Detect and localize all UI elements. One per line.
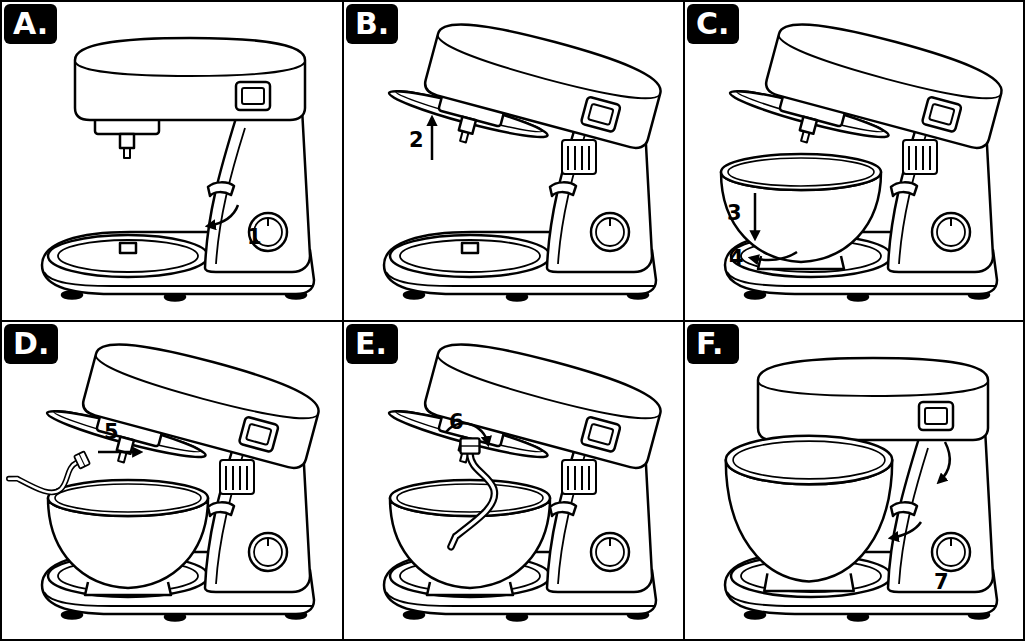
dough-hook [9, 445, 95, 508]
dough-hook [451, 438, 494, 546]
step-panel: C. [683, 0, 1025, 322]
step-arrow [208, 205, 238, 226]
step-letter: A. [4, 4, 57, 44]
panel-c-art [721, 4, 1007, 300]
callout-number: 1 [247, 226, 262, 248]
mixer-head [382, 324, 666, 508]
step-panel: B. [342, 0, 685, 322]
step-panel: F. [683, 320, 1025, 641]
mixer-bowl [721, 154, 881, 269]
step-arrow [891, 522, 921, 538]
gearbox [903, 140, 937, 174]
callout-number: 3 [727, 202, 742, 224]
panel-a-art [42, 38, 314, 301]
step-letter: F. [687, 324, 739, 364]
mixer-head [40, 324, 324, 508]
step-arrow [98, 451, 140, 454]
mixer-body [42, 108, 314, 301]
step-letter: E. [346, 324, 398, 364]
callout-number: 7 [934, 571, 949, 593]
step-letter: C. [687, 4, 739, 44]
mixer-head [75, 38, 305, 158]
mixer-bowl [390, 480, 550, 595]
step-letter: D. [4, 324, 58, 364]
mixer-body [725, 428, 997, 621]
callout-number: 6 [449, 411, 464, 433]
callout-number: 4 [729, 247, 744, 269]
step-letter: B. [346, 4, 398, 44]
callout-number: 5 [104, 421, 119, 443]
panel-b-art [382, 4, 666, 300]
step-arrow [751, 252, 797, 260]
panel-f-art [725, 358, 997, 621]
callout-number: 2 [409, 129, 424, 151]
step-arrow [754, 193, 757, 238]
gearbox [562, 460, 596, 494]
gearbox [220, 460, 254, 494]
gearbox [562, 140, 596, 174]
mixer-bowl [48, 480, 208, 595]
panel-d-art [9, 324, 324, 620]
step-panel: E. [342, 320, 685, 641]
step-panel: D. [0, 320, 344, 641]
mixer-head [382, 4, 666, 188]
mixer-bowl [726, 436, 892, 591]
step-panel: A. [0, 0, 344, 322]
panel-e-art [382, 324, 666, 620]
step-arrow [431, 118, 434, 160]
step-arrow [939, 442, 950, 482]
